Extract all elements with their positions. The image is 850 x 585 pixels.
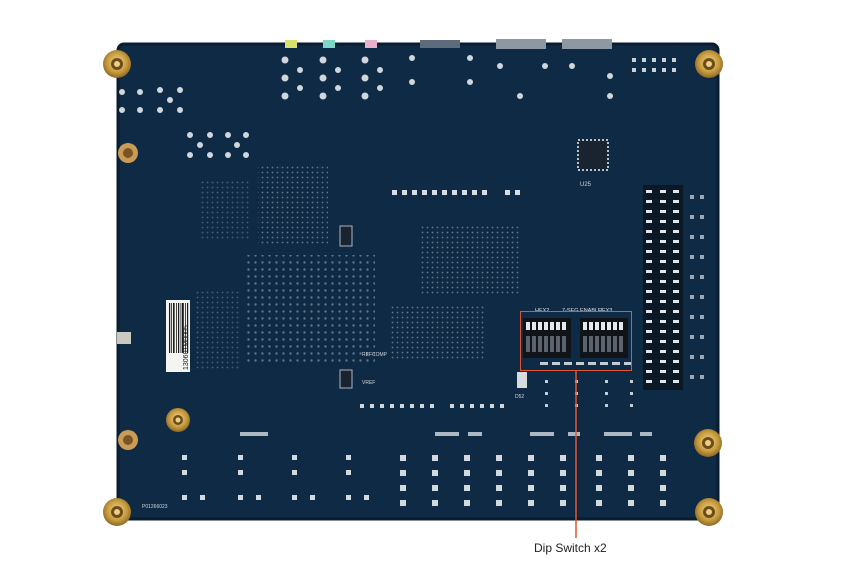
led-d52 [517, 372, 527, 388]
via-field [258, 165, 328, 245]
header-pin-row [392, 190, 520, 195]
audio-jack-edge [285, 40, 297, 48]
barcode-sticker: 130601M0005 [166, 300, 190, 372]
usb-connector-edge [562, 39, 612, 49]
board-surface [118, 44, 718, 519]
header-pin-strip [643, 185, 704, 390]
chip-label: U25 [580, 182, 592, 188]
callout-label: Dip Switch x2 [534, 541, 607, 555]
brass-standoff [694, 429, 722, 457]
seg-enable-label: 7-SEG ENABLE [562, 308, 602, 314]
hex-right-label: HEX3 [598, 308, 612, 314]
hex-left-label: HEX2 [535, 308, 549, 314]
barcode-text: 130601M0005 [183, 325, 190, 370]
brass-standoff [695, 50, 723, 78]
pad-grid [632, 58, 676, 72]
via-field [390, 305, 485, 360]
dip-switch-block: HEX2 7-SEG ENABLE HEX3 [523, 308, 628, 358]
vga-connector-edge [420, 40, 460, 48]
refcomp-label: REFCOMP [362, 352, 388, 358]
usb-connector-edge [496, 39, 546, 49]
audio-pad-cluster [119, 55, 613, 158]
qfp-chip: U25 [577, 139, 609, 188]
brass-standoff [695, 498, 723, 526]
brass-standoff [103, 498, 131, 526]
led-label: D52 [515, 394, 524, 400]
circuit-board: U25 [116, 39, 720, 521]
brass-standoff [103, 50, 131, 78]
vref-label: VREF [362, 380, 375, 386]
pad-row [360, 404, 504, 408]
via-field [420, 225, 520, 295]
audio-jack-edge [365, 40, 377, 48]
bottom-pad-rows [182, 455, 666, 506]
board-serial: P01266023 [142, 504, 168, 510]
audio-jack-edge [323, 40, 335, 48]
component-row [540, 362, 633, 407]
fpga-via-field [245, 255, 375, 365]
crystal [117, 332, 131, 344]
brass-standoff [166, 408, 190, 432]
